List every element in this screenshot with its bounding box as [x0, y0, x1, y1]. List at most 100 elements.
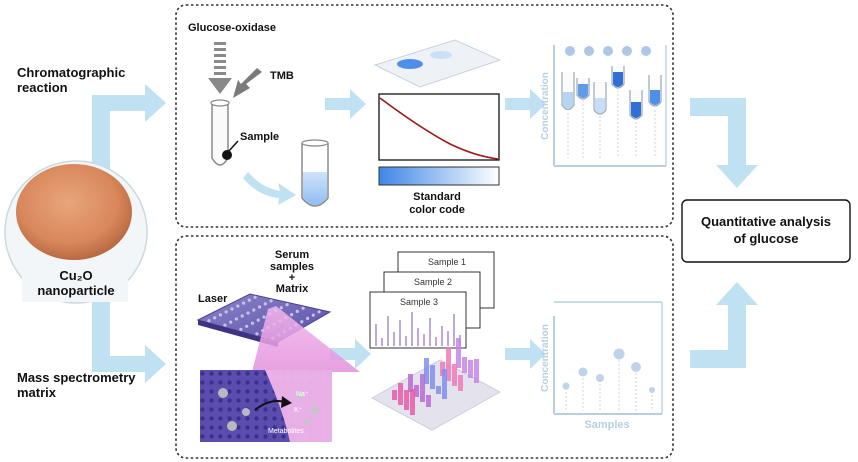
chip-spot [224, 310, 228, 314]
nanoparticle-illustration [4, 160, 148, 304]
arrow-down-left [92, 290, 166, 383]
spot-plate [373, 39, 502, 88]
standard-color-bar [378, 166, 500, 186]
laser-beam [252, 306, 360, 372]
tube-concentration-chart [553, 45, 667, 167]
ion-na: Na⁺ [296, 391, 309, 398]
chip-spot [258, 305, 262, 309]
chip-spot [255, 332, 259, 336]
heatmap-bar [424, 358, 429, 384]
concentration-axis-top: Concentration [540, 72, 551, 140]
chip-spot [252, 308, 256, 312]
chip-spot [229, 320, 233, 324]
samples-concentration-chart [553, 301, 663, 415]
particle-label-line1: Cu₂O [59, 268, 92, 283]
result-box [681, 199, 851, 263]
arrow-bot-mid1 [330, 339, 371, 369]
heatmap-bar [452, 364, 457, 386]
heatmap-bar [420, 374, 425, 402]
heatmap-bar [462, 357, 467, 373]
chip-spot [317, 310, 321, 314]
serum-line4: Matrix [276, 283, 309, 295]
heatmap-bar [426, 395, 431, 407]
heatmap-bar [392, 390, 397, 400]
ion-k: K⁺ [294, 407, 303, 414]
chip-spot [240, 314, 244, 318]
ion-metabolites: Metabolites [268, 428, 304, 435]
tmb-label: TMB [270, 70, 294, 82]
heatmap-bar [456, 338, 461, 368]
standard-label-line1: Standard [413, 191, 461, 203]
serum-line2: samples [270, 261, 314, 273]
chip-spot [256, 318, 260, 322]
heatmap-3d [370, 338, 502, 431]
heatmap-bar [408, 374, 413, 392]
chip-spot [236, 304, 240, 308]
chip-spot [245, 324, 249, 328]
arrow-tube-flow [243, 172, 296, 205]
chip-spot [246, 311, 250, 315]
spectra-card-2: Sample 2 [414, 277, 452, 287]
glucose-oxidase-arrow [208, 42, 232, 94]
chip-spot [262, 315, 266, 319]
heatmap-bar [474, 359, 479, 383]
result-line1: Quantitative analysis [701, 214, 831, 229]
spectra-card-3: Sample 3 [400, 297, 438, 307]
tmb-arrow [233, 68, 262, 98]
sample-dot [222, 150, 232, 160]
samples-axis-label: Samples [584, 419, 629, 431]
chip-spot [218, 313, 222, 317]
chip-spot [285, 303, 289, 307]
laser-label: Laser [198, 293, 228, 305]
arrow-top-mid1 [325, 89, 366, 119]
mass-spec-label-line2: matrix [17, 385, 57, 400]
chip-spot [290, 313, 294, 317]
arrow-right-top [690, 98, 758, 188]
heatmap-bar [410, 389, 415, 415]
chromatographic-label-line1: Chromatographic [17, 65, 125, 80]
sample-label: Sample [240, 131, 279, 143]
chip-spot [306, 316, 310, 320]
heatmap-bar [446, 347, 451, 381]
zoom-inset [200, 370, 332, 442]
chromatographic-label-line2: reaction [17, 80, 68, 95]
serum-line1: Serum [275, 249, 309, 261]
spectra-cards [369, 251, 495, 349]
chip-spot [207, 319, 211, 323]
standard-label-line2: color code [409, 204, 465, 216]
chip-spot [234, 317, 238, 321]
arrow-up-left [92, 84, 166, 175]
chip-spot [250, 321, 254, 325]
result-tube [301, 139, 329, 207]
chip-spot [253, 295, 257, 299]
chip-spot [239, 327, 243, 331]
serum-line3: + [289, 272, 295, 284]
arrow-right-bottom [690, 282, 758, 368]
heatmap-bar [404, 390, 409, 410]
heatmap-bar [414, 385, 419, 397]
arrow-bot-mid2 [505, 339, 546, 369]
chip-spot [295, 309, 299, 313]
chip-spot [301, 306, 305, 310]
arrow-top-mid2 [505, 89, 546, 119]
glucose-oxidase-label: Glucose-oxidase [188, 22, 276, 34]
heatmap-bar [430, 365, 435, 389]
standard-curve [378, 93, 500, 161]
chip-spot [263, 302, 267, 306]
chip-spot [223, 323, 227, 327]
spectra-card-1: Sample 1 [428, 257, 466, 267]
chip-spot [269, 299, 273, 303]
concentration-axis-bottom: Concentration [540, 324, 551, 392]
heatmap-bar [442, 369, 447, 399]
heatmap-bar [468, 360, 473, 378]
heatmap-bar [436, 386, 441, 394]
chip-spot [300, 320, 304, 324]
heatmap-bar [398, 383, 403, 405]
heatmap-bar [458, 375, 463, 391]
mass-spec-label-line1: Mass spectrometry [17, 370, 136, 385]
chip-spot [247, 298, 251, 302]
result-line2: of glucose [733, 231, 798, 246]
particle-label-line2: nanoparticle [37, 283, 114, 298]
chip-spot [279, 306, 283, 310]
